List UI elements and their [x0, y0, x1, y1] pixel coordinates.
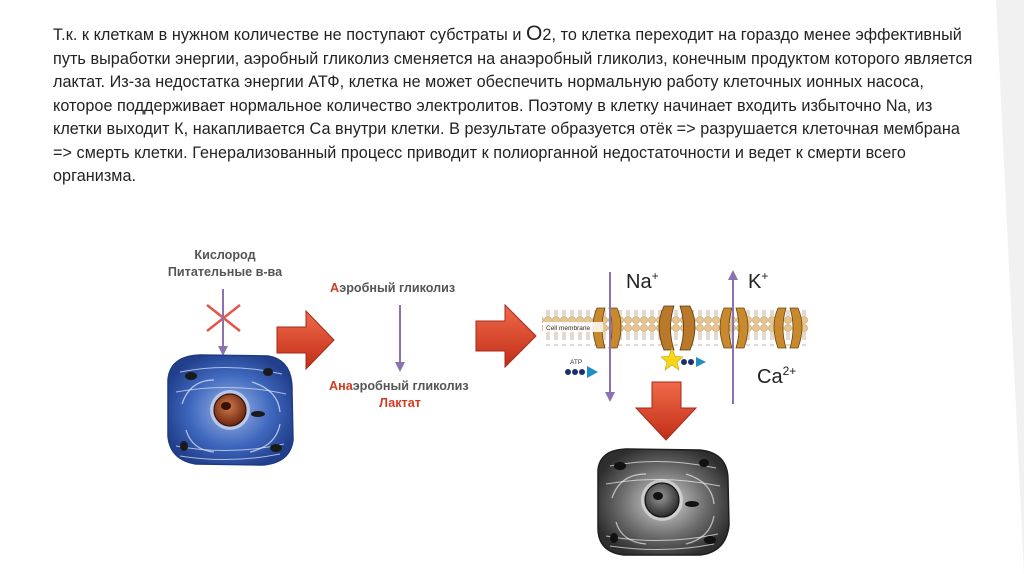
potassium-efflux-arrow: [728, 270, 738, 404]
ion-channel-3: [773, 307, 803, 349]
oxygen-down-arrow: [218, 289, 228, 356]
potassium-ion-label: K+: [748, 269, 769, 294]
anaerobic-glycolysis-label: Анаэробный гликолиз: [329, 379, 479, 393]
potassium-symbol: K: [748, 271, 762, 293]
oxygen-label: Кислород: [194, 248, 256, 262]
sodium-ion-label: Na+: [626, 269, 659, 294]
flow-arrow-2: [475, 303, 537, 369]
explanation-paragraph: Т.к. к клеткам в нужном количестве не по…: [53, 22, 983, 189]
sodium-potassium-pump: [658, 305, 696, 351]
paragraph-part-2: , то клетка переходит на гораздо менее э…: [53, 26, 973, 185]
glycolysis-down-arrow: [395, 305, 405, 372]
sodium-symbol: Na: [626, 271, 652, 293]
cell-membrane-illustration: [542, 305, 808, 351]
atp-label: ATP: [570, 359, 582, 366]
aerobic-glycolysis-label: Аэробный гликолиз: [330, 281, 475, 295]
aerobic-rest: эробный гликолиз: [339, 281, 456, 295]
calcium-ion-label: Ca2+: [757, 364, 797, 389]
flow-arrow-1: [276, 309, 335, 371]
oxygen-symbol: О: [526, 22, 543, 45]
sodium-influx-arrow: [605, 272, 615, 402]
sodium-charge: +: [651, 269, 659, 283]
damaged-cell-illustration: [597, 448, 730, 556]
slide-corner-decoration: [996, 0, 1024, 574]
oxygen-subscript: 2: [542, 26, 552, 44]
calcium-symbol: Ca: [757, 366, 783, 388]
membrane-label: Cell membrane: [546, 325, 590, 332]
flow-arrow-down: [634, 381, 698, 441]
aerobic-prefix: А: [330, 281, 340, 295]
anaerobic-prefix: Ана: [329, 379, 353, 393]
atp-spark-icon: [660, 347, 706, 371]
calcium-charge: 2+: [782, 364, 797, 378]
potassium-charge: +: [761, 269, 769, 283]
paragraph-part-1: Т.к. к клеткам в нужном количестве не по…: [53, 26, 527, 44]
atp-molecule-icon: [565, 366, 598, 378]
normal-cell-illustration: [167, 354, 294, 466]
anaerobic-rest: эробный гликолиз: [352, 379, 469, 393]
nutrients-label: Питательные в-ва: [167, 265, 283, 279]
lactate-label: Лактат: [379, 396, 421, 410]
